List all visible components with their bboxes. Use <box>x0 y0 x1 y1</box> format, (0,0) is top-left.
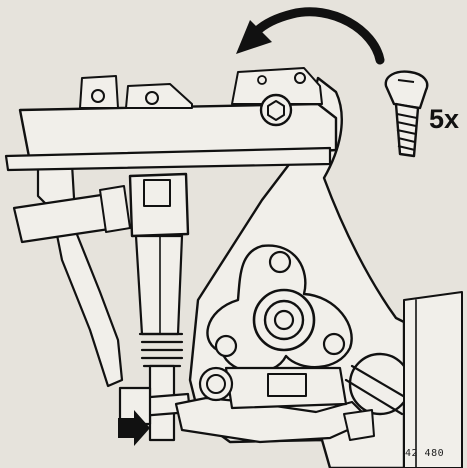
rod-bracket <box>118 386 152 426</box>
curved-arrow-icon <box>236 7 385 65</box>
tab-hole-right <box>294 72 306 84</box>
pump-port <box>267 373 307 397</box>
rod-spring <box>138 332 184 368</box>
cap-clip <box>344 364 412 416</box>
rod-clip <box>143 179 171 207</box>
bolt-hex-socket <box>267 100 285 121</box>
figure-number: 42 480 <box>405 448 445 459</box>
plate-flange <box>4 146 332 172</box>
mounting-tab-middle <box>125 83 193 109</box>
right-edge-panel <box>403 291 463 468</box>
flange-hole-left <box>214 334 238 358</box>
round-cap <box>348 352 412 416</box>
tab-hole-left <box>91 89 105 103</box>
left-boss-inner <box>206 374 226 394</box>
rod-sleeve <box>134 234 184 336</box>
pump-hub-inner <box>273 309 295 331</box>
tab-hole-right-2 <box>257 75 267 85</box>
cap-bracket <box>343 409 375 441</box>
pointer-arrow-icon <box>118 410 150 446</box>
side-tube-collar <box>99 185 131 233</box>
flange-hole-top <box>268 250 292 274</box>
screw-icon <box>384 70 429 158</box>
flange-hole-right <box>322 332 346 356</box>
quantity-label: 5x <box>429 104 460 134</box>
tab-hole-middle <box>145 91 159 105</box>
